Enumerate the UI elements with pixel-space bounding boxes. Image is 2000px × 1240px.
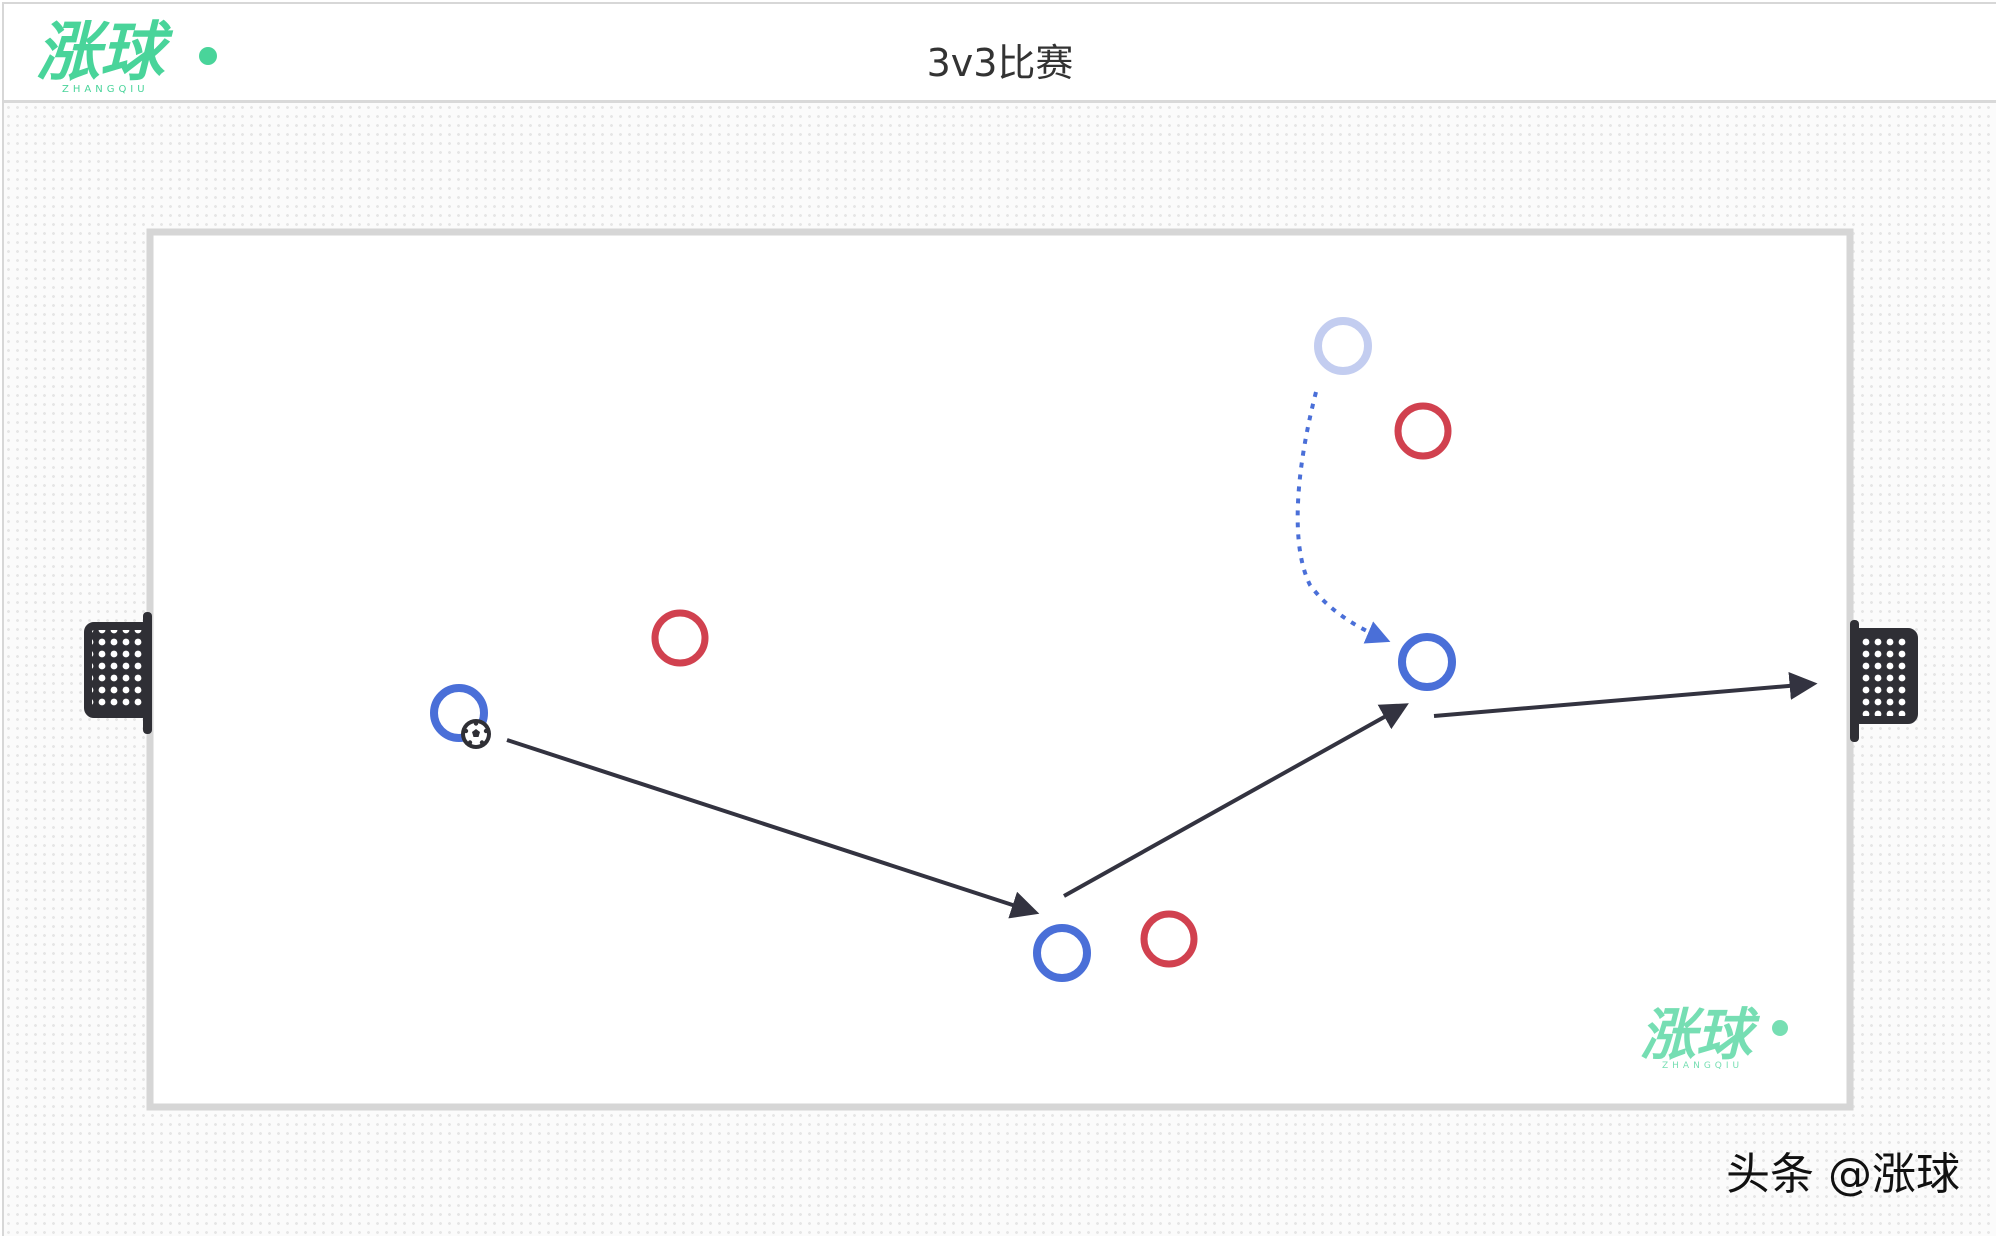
- zhangqiu-logo: 涨球 ZHANGQIU: [36, 16, 217, 95]
- red-player-2[interactable]: [1394, 402, 1452, 460]
- pass-arrow-2: [1063, 703, 1409, 898]
- shot-arrow: [1433, 671, 1818, 718]
- pitch: [146, 228, 1854, 1111]
- header-bar: 涨球 ZHANGQIU 3v3比赛: [4, 4, 1996, 103]
- blue-player-2[interactable]: [1033, 924, 1091, 982]
- logo-text: 涨球: [36, 16, 174, 90]
- field-watermark-logo: 涨球 ZHANGQIU: [1640, 1003, 1788, 1071]
- red-player-1[interactable]: [651, 609, 709, 667]
- page-title: 3v3比赛: [926, 41, 1074, 85]
- field-watermark-text: 涨球: [1640, 1003, 1761, 1068]
- source-watermark: 头条 @涨球: [1726, 1149, 1960, 1200]
- right-goal-icon: [1850, 620, 1918, 742]
- red-player-3[interactable]: [1140, 910, 1198, 968]
- blue-player-ghost[interactable]: [1314, 317, 1372, 375]
- soccer-ball-icon[interactable]: [461, 719, 491, 749]
- logo-subtext: ZHANGQIU: [62, 84, 149, 95]
- field-watermark-ball-icon: [1772, 1020, 1788, 1036]
- blue-player-3[interactable]: [1398, 633, 1456, 691]
- player-run-arrow: [1295, 391, 1391, 644]
- pass-arrow-1: [506, 738, 1040, 919]
- field-watermark-subtext: ZHANGQIU: [1662, 1061, 1743, 1071]
- logo-ball-icon: [199, 47, 217, 65]
- left-goal-icon: [84, 612, 152, 734]
